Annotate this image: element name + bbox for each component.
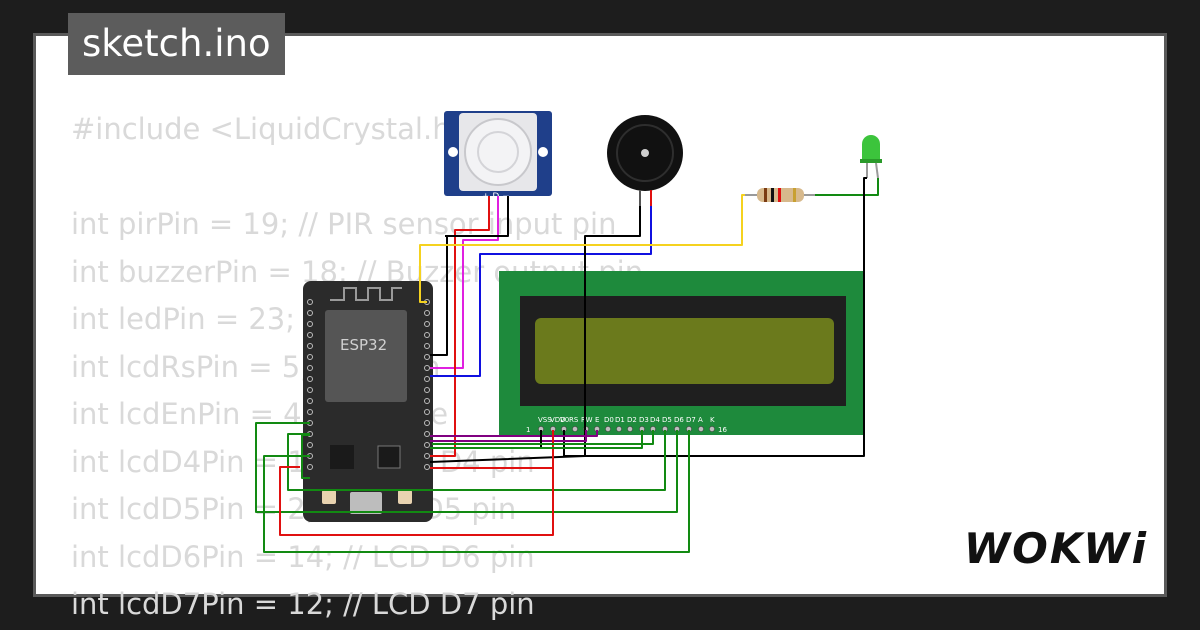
lcd-pin-label: V0 [560, 416, 569, 424]
wire-purple[interactable] [430, 430, 598, 437]
pir-hole-left [448, 147, 458, 157]
pir-dome [464, 118, 532, 186]
resistor-band [764, 188, 767, 202]
lcd-pin[interactable] [627, 426, 633, 432]
wires [255, 177, 879, 553]
boot-button[interactable] [322, 490, 336, 504]
buzzer-ring [616, 124, 674, 182]
antenna-trace [330, 287, 402, 301]
lcd-pin-label: RW [581, 416, 593, 424]
lcd-screen [535, 318, 834, 384]
lcd-pin-label: RS [569, 416, 579, 424]
code-line: #include <LiquidCrystal.h> [71, 112, 475, 146]
code-line: int lcdD7Pin = 12; // LCD D7 pin [71, 587, 535, 621]
lcd-pin-label: D2 [627, 416, 637, 424]
esp32-module [325, 310, 407, 402]
file-title-tab[interactable]: sketch.ino [68, 13, 285, 75]
lcd-pin[interactable] [572, 426, 578, 432]
code-line: int lcdD6Pin = 14; // LCD D6 pin [71, 539, 535, 574]
lcd-pin[interactable] [709, 426, 715, 432]
lcd-pin-label: D1 [615, 416, 625, 424]
lcd-pin-label: D7 [686, 416, 696, 424]
lcd-pin-label: K [710, 416, 715, 424]
reset-button[interactable] [398, 490, 412, 504]
usb-port [350, 492, 382, 514]
wire-black[interactable] [445, 196, 509, 237]
lcd-pin-label: D3 [639, 416, 649, 424]
wire-green[interactable] [263, 430, 690, 553]
regulator-chip [330, 445, 354, 469]
wire-green[interactable] [432, 430, 654, 445]
wire-red[interactable] [279, 466, 554, 536]
wire-green[interactable] [287, 430, 666, 491]
lcd-pin-label: D0 [604, 416, 614, 424]
pir-hole-right [538, 147, 548, 157]
wire-blue[interactable] [430, 206, 652, 377]
lcd-pin-row [538, 426, 715, 432]
pir-pin-labels: + D − [482, 192, 510, 202]
code-background: #include <LiquidCrystal.h>int pirPin = 1… [71, 106, 643, 629]
esp32-left-pins [307, 299, 313, 470]
lcd-pin-first: 1 [526, 426, 530, 434]
wire-green[interactable] [430, 430, 643, 449]
led-dome [862, 135, 880, 160]
lcd-pin[interactable] [698, 426, 704, 432]
lcd-pin-label: A [698, 416, 703, 424]
lcd-pin-last: 16 [718, 426, 727, 434]
wire-red[interactable] [430, 196, 490, 457]
pir-dome-ring [477, 131, 519, 173]
resistor[interactable] [745, 188, 815, 202]
wire-yellow[interactable] [419, 194, 745, 303]
resistor-band [793, 188, 796, 202]
wire-black[interactable] [430, 236, 448, 356]
pir-sensor[interactable]: + D − [444, 111, 552, 202]
esp32-label: ESP32 [340, 336, 387, 354]
led[interactable] [860, 135, 882, 179]
lcd-pin[interactable] [605, 426, 611, 432]
wire-green[interactable] [301, 434, 310, 479]
wire-purple[interactable] [430, 430, 587, 442]
resistor-band [778, 188, 781, 202]
lcd-pin-label: VSS [538, 416, 552, 424]
buzzer-hole [641, 149, 649, 157]
buzzer[interactable] [607, 115, 683, 206]
lcd-pin-label: D6 [674, 416, 684, 424]
wokwi-logo: WOKWi [963, 524, 1148, 573]
resistor-band [771, 188, 774, 202]
lcd-pin-label: D4 [650, 416, 660, 424]
lcd-pin[interactable] [616, 426, 622, 432]
wire-green[interactable] [255, 422, 678, 513]
wire-green[interactable] [815, 178, 879, 196]
lcd-module[interactable]: VSS VDD V0 RS RW E D0 D1 D2 D3 D4 D5 D6 … [499, 271, 863, 435]
wire-magenta[interactable] [430, 196, 499, 369]
lcd-pin-label: VDD [550, 416, 566, 424]
lcd-pin-label: D5 [662, 416, 672, 424]
wire-black[interactable] [429, 206, 641, 463]
lcd-pin-labels: VSS VDD V0 RS RW E D0 D1 D2 D3 D4 D5 D6 … [526, 416, 727, 434]
esp32-board[interactable]: ESP32 [303, 281, 433, 522]
led-rim [860, 159, 882, 163]
led-anode [875, 162, 879, 179]
lcd-pin-label: E [595, 416, 599, 424]
usb-chip [377, 445, 401, 469]
